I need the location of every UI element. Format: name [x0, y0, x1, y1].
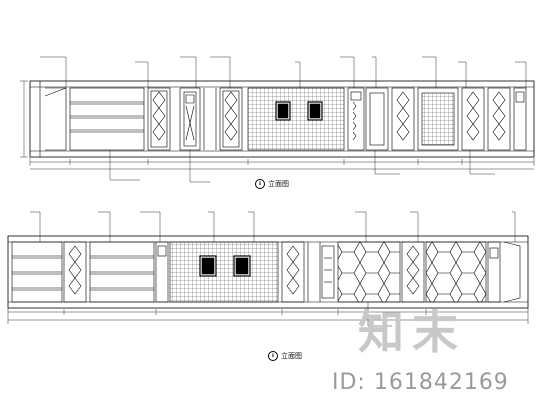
watermark-logo: 知末	[358, 305, 466, 359]
drawing-title-text: 立面图	[281, 352, 302, 360]
elevation-bottom	[7, 211, 529, 327]
drawing-number-badge: B	[255, 179, 265, 189]
drawing-title-text: 立面图	[268, 180, 289, 188]
drawing-number-badge: B	[268, 351, 278, 361]
elevation-top	[20, 56, 535, 183]
watermark-id: ID: 161842169	[332, 370, 509, 395]
